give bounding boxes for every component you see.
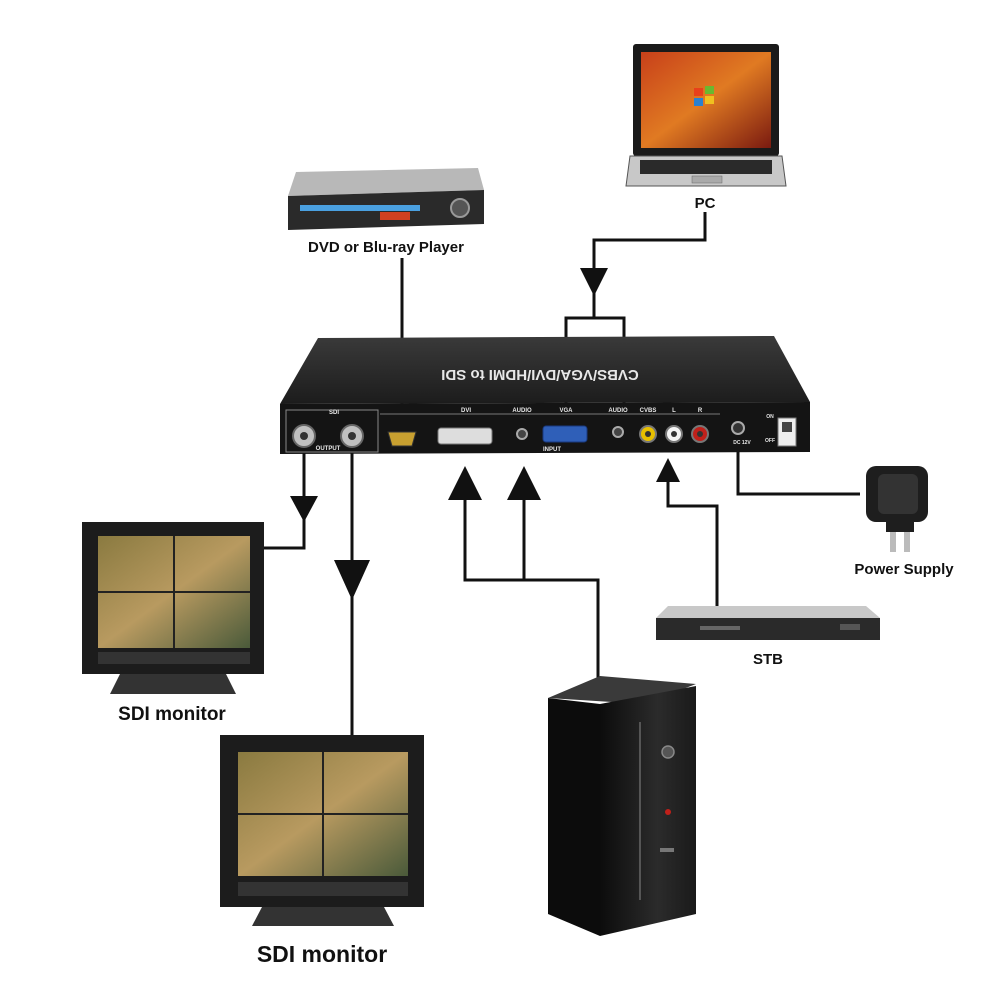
tower-power-icon	[661, 745, 675, 759]
hdmi-port[interactable]	[387, 431, 417, 447]
label-vga: VGA	[559, 408, 573, 414]
arrow-sdi2-down	[334, 560, 370, 600]
label-sdi-monitor-1: SDI monitor	[118, 704, 226, 725]
sdi-out-bnc-1[interactable]	[292, 424, 316, 448]
stb-box	[656, 606, 880, 640]
cable-stb	[666, 470, 719, 606]
label-dc: DC 12V	[733, 440, 751, 446]
sdi-monitor-1	[82, 522, 264, 694]
dvd-player	[288, 168, 484, 230]
arrows	[290, 268, 680, 600]
arrow-pc-down	[580, 268, 608, 296]
converter-box: SDI OUTPUT DVI AUDIO VGA AUDIO CVBS L R …	[280, 336, 810, 454]
arrow-dvi-up	[448, 466, 482, 500]
label-input: INPUT	[543, 447, 561, 453]
audio-jack-1[interactable]	[516, 428, 528, 440]
cable-power	[736, 450, 860, 496]
label-off: OFF	[765, 438, 775, 444]
label-sdi-monitor-2: SDI monitor	[257, 941, 387, 967]
label-audio-1: AUDIO	[512, 408, 532, 414]
dvd-top	[288, 168, 484, 196]
dvi-port[interactable]	[437, 427, 493, 445]
stb-top	[656, 606, 880, 618]
arrow-sdi1-down	[290, 496, 318, 522]
dvd-knob-icon	[450, 198, 470, 218]
cable-pc	[592, 212, 707, 318]
label-power-supply: Power Supply	[854, 561, 954, 578]
label-pc: PC	[695, 195, 716, 212]
tower-front	[600, 686, 696, 936]
pc-laptop	[625, 44, 787, 187]
label-audio-2: AUDIO	[608, 408, 628, 414]
sdi-monitor-2	[220, 735, 424, 926]
power-supply	[866, 466, 928, 552]
arrow-audio-up	[507, 466, 541, 500]
dc-jack[interactable]	[731, 421, 745, 435]
plug-pin-1	[890, 532, 896, 552]
rca-cvbs[interactable]	[639, 425, 657, 443]
converter-top-label: CVBS/VGA/DVI/HDMI to SDI	[441, 366, 639, 383]
stb-front	[656, 618, 880, 640]
label-cvbs: CVBS	[640, 408, 657, 414]
label-r: R	[698, 408, 703, 414]
rca-left[interactable]	[665, 425, 683, 443]
cable-tower	[463, 490, 600, 678]
rca-right[interactable]	[691, 425, 709, 443]
label-dvi: DVI	[461, 408, 471, 414]
audio-jack-2[interactable]	[612, 426, 624, 438]
label-dvd: DVD or Blu-ray Player	[308, 239, 464, 256]
plug-pin-2	[904, 532, 910, 552]
vga-port[interactable]	[542, 425, 588, 443]
label-l: L	[672, 408, 676, 414]
cable-sdi-1	[262, 452, 306, 550]
arrow-cvbs-up	[656, 458, 680, 482]
tower-side	[548, 698, 600, 936]
label-sdi: SDI	[329, 410, 339, 416]
converter-top	[280, 336, 810, 404]
label-output: OUTPUT	[316, 446, 341, 452]
windows-logo-icon	[694, 86, 714, 106]
sdi-out-bnc-2[interactable]	[340, 424, 364, 448]
label-on: ON	[766, 414, 774, 420]
computer-tower	[548, 676, 696, 936]
label-stb: STB	[753, 651, 783, 668]
